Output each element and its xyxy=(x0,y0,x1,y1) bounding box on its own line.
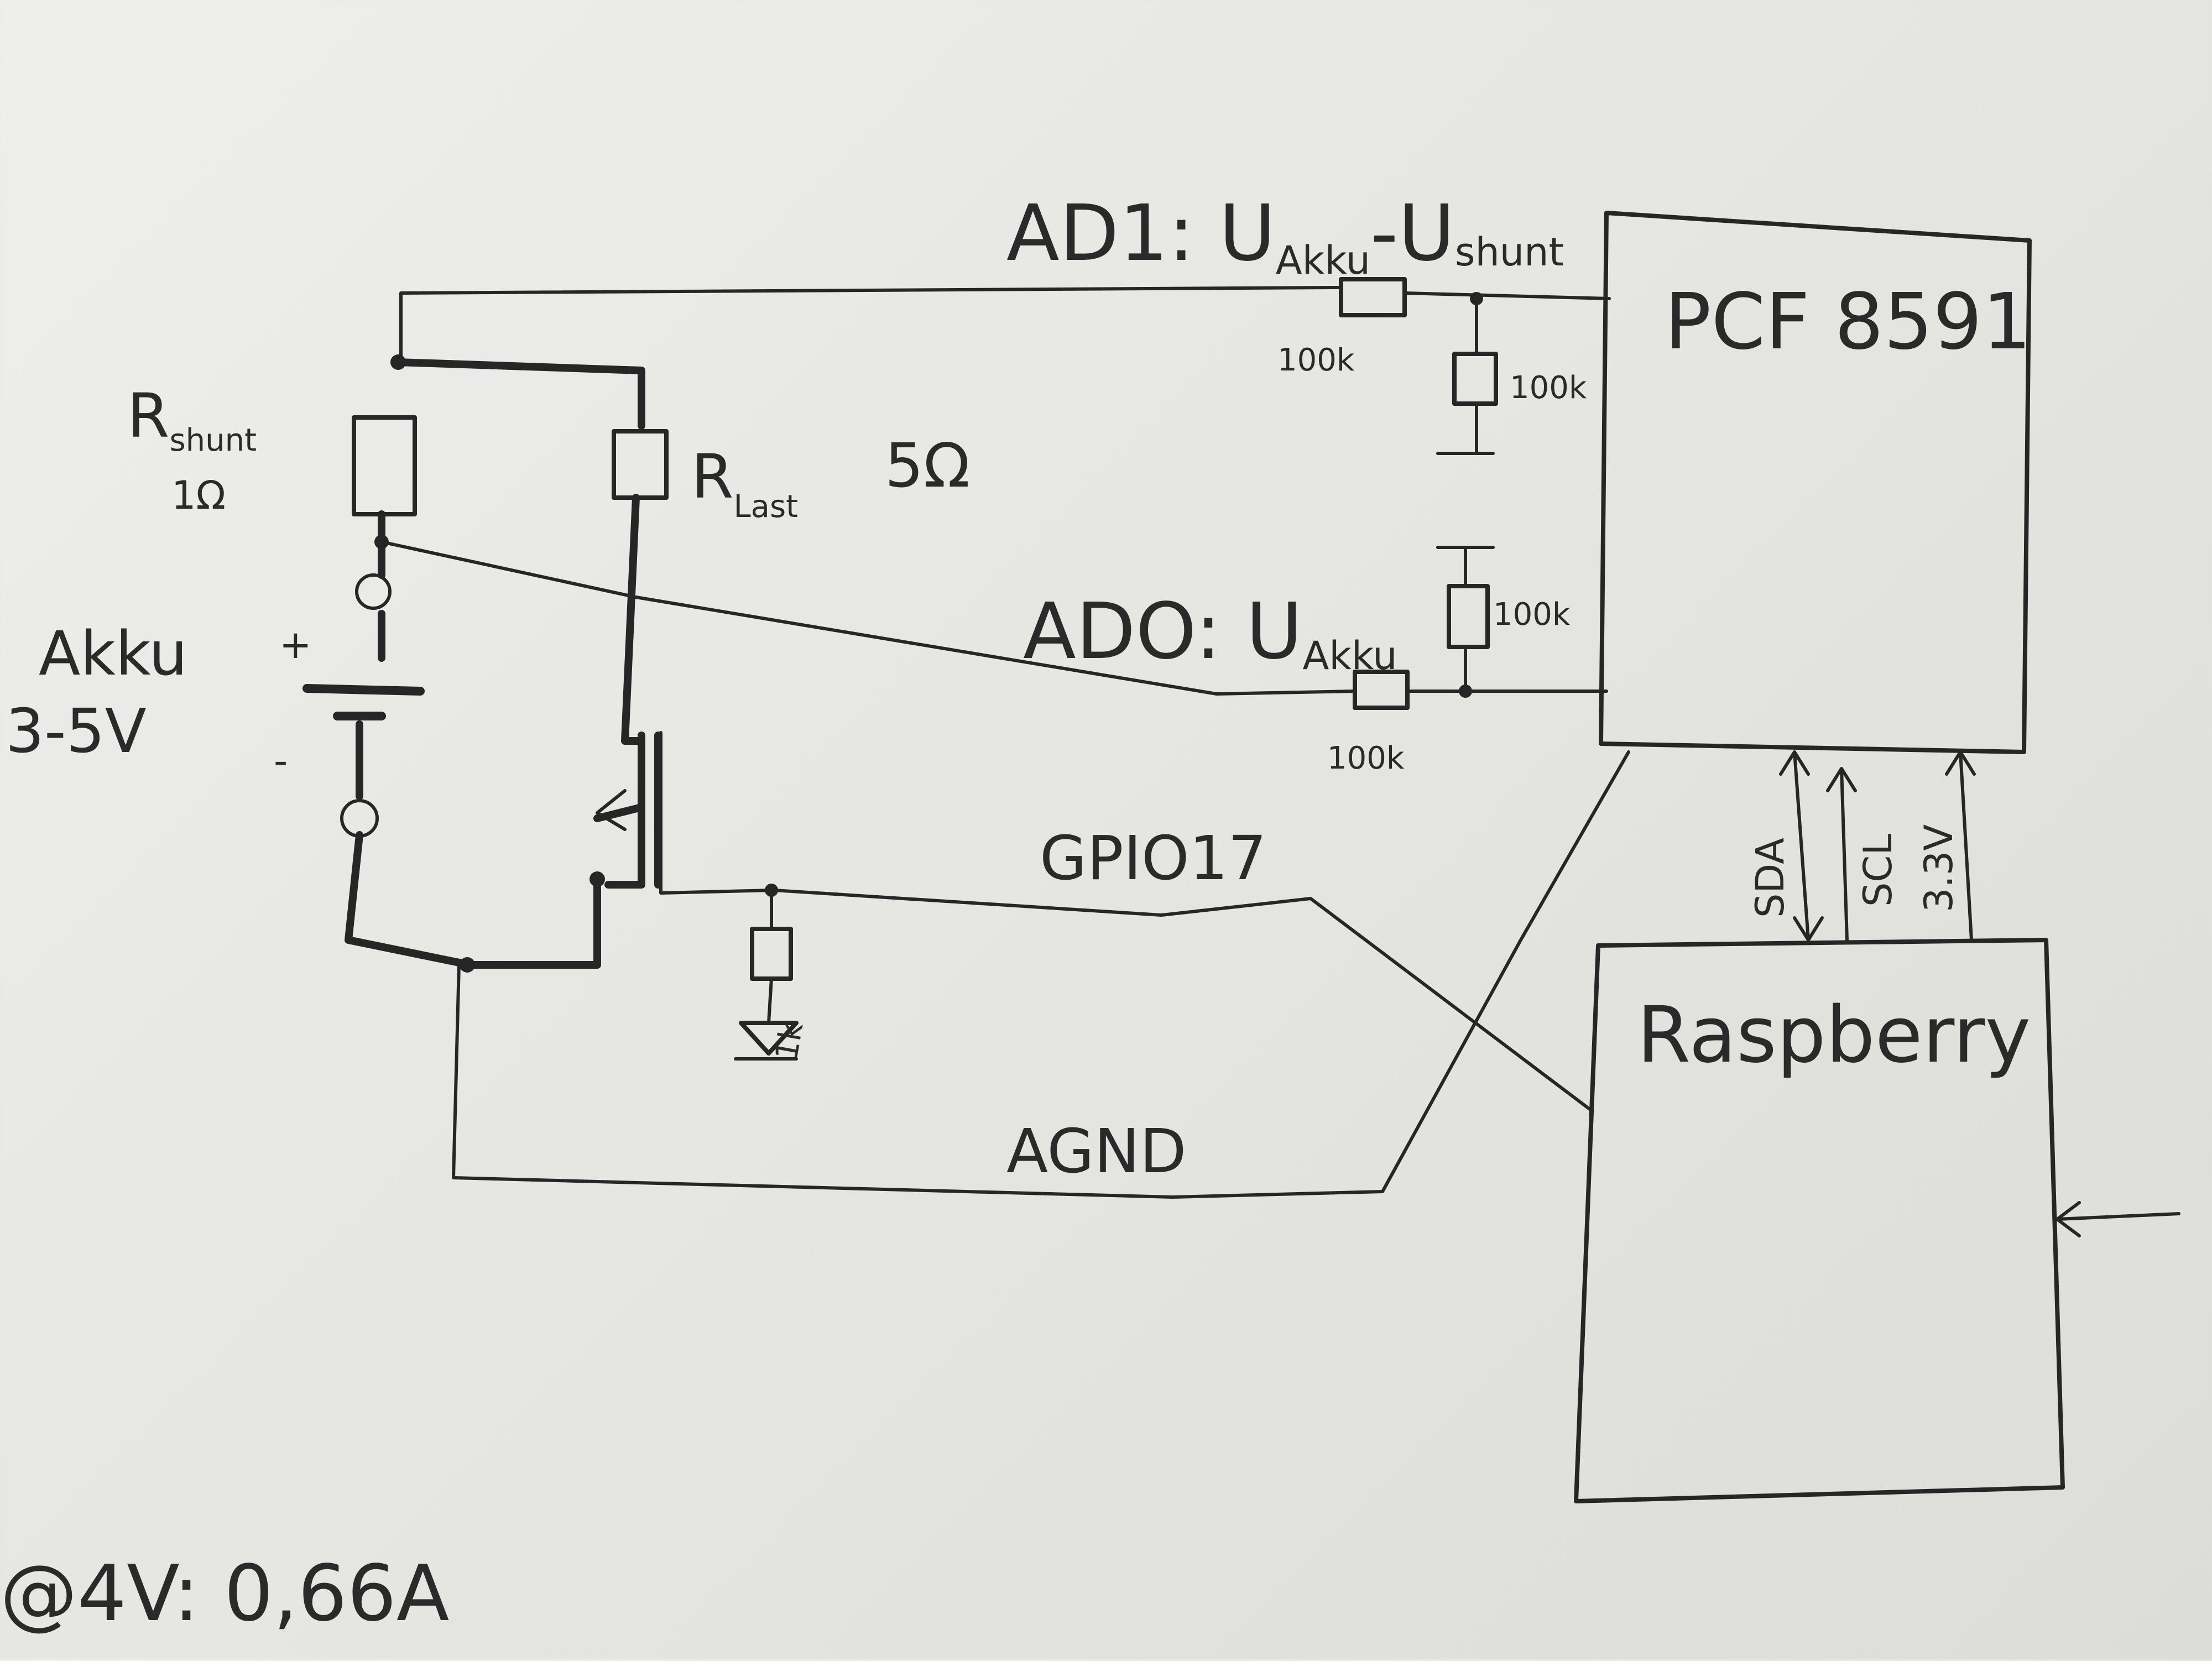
label-minus: - xyxy=(274,738,288,784)
label-led-resistor: 1k xyxy=(769,1020,811,1063)
label-rlast-value: 5Ω xyxy=(885,430,970,501)
resistor-led xyxy=(750,927,793,981)
resistor-ad0-shunt xyxy=(1447,584,1490,649)
wire-gpio17 xyxy=(659,731,1594,1113)
label-pcf8591: PCF 8591 xyxy=(1665,277,2032,367)
label-3v3: 3.3V xyxy=(1916,824,1961,912)
mosfet xyxy=(593,732,662,889)
junction-gate xyxy=(765,884,778,897)
label-r-ad1-series: 100k xyxy=(1277,342,1355,378)
resistor-ad1-series xyxy=(1339,277,1407,317)
resistor-ad1-shunt xyxy=(1452,352,1498,406)
label-note: @4V: 0,66A xyxy=(0,1549,450,1639)
raspberry-box xyxy=(1574,938,2065,1503)
wire-ad0 xyxy=(380,540,1608,696)
label-rshunt-value: 1Ω xyxy=(171,473,226,518)
wire-load-branch xyxy=(621,494,645,745)
label-rshunt: Rshunt xyxy=(127,380,257,458)
junction-mosfet-source xyxy=(589,871,605,887)
line-scl xyxy=(1826,767,1857,942)
junction-ad1 xyxy=(1470,292,1483,305)
battery-symbol xyxy=(302,684,425,720)
label-plus: + xyxy=(279,622,312,667)
label-r-ad0-series: 100k xyxy=(1327,740,1405,776)
wire-ad1 xyxy=(399,286,1611,364)
resistor-ad0-shunt-wire xyxy=(1436,546,1495,693)
wire-top-bus xyxy=(394,358,645,430)
label-rlast: RLast xyxy=(691,441,798,525)
label-ad1: AD1: UAkku-Ushunt xyxy=(1006,189,1564,283)
mosfet-arrow xyxy=(596,789,627,831)
battery-terminal-plus xyxy=(355,573,392,610)
junction-bottom xyxy=(460,957,475,973)
junction-ad0 xyxy=(1459,685,1472,698)
label-gpio17: GPIO17 xyxy=(1040,823,1267,894)
line-sda xyxy=(1779,750,1824,942)
label-akku-range: 3-5V xyxy=(6,696,147,766)
label-ad0: ADO: UAkku xyxy=(1023,587,1397,678)
wire-agnd xyxy=(452,750,1630,1199)
battery-terminal-minus xyxy=(340,799,379,838)
label-scl: SCL xyxy=(1855,834,1901,907)
label-akku: Akku xyxy=(39,618,187,689)
label-raspberry: Raspberry xyxy=(1637,990,2031,1080)
resistor-ad0-series xyxy=(1353,670,1410,710)
led-symbol xyxy=(739,1021,799,1056)
arrow-power-in xyxy=(2056,1201,2180,1237)
resistor-ad1-shunt-wire xyxy=(1436,297,1495,455)
label-r-ad0-shunt: 100k xyxy=(1493,597,1571,633)
pcf8591-box xyxy=(1599,211,2032,754)
label-agnd: AGND xyxy=(1006,1116,1187,1187)
resistor-load xyxy=(612,429,669,500)
junction-top xyxy=(390,354,406,370)
junction-shunt xyxy=(374,535,389,549)
label-sda: SDA xyxy=(1747,838,1793,918)
resistor-shunt xyxy=(352,415,417,516)
line-3v3 xyxy=(1945,750,1976,942)
label-r-ad1-shunt: 100k xyxy=(1510,370,1587,406)
